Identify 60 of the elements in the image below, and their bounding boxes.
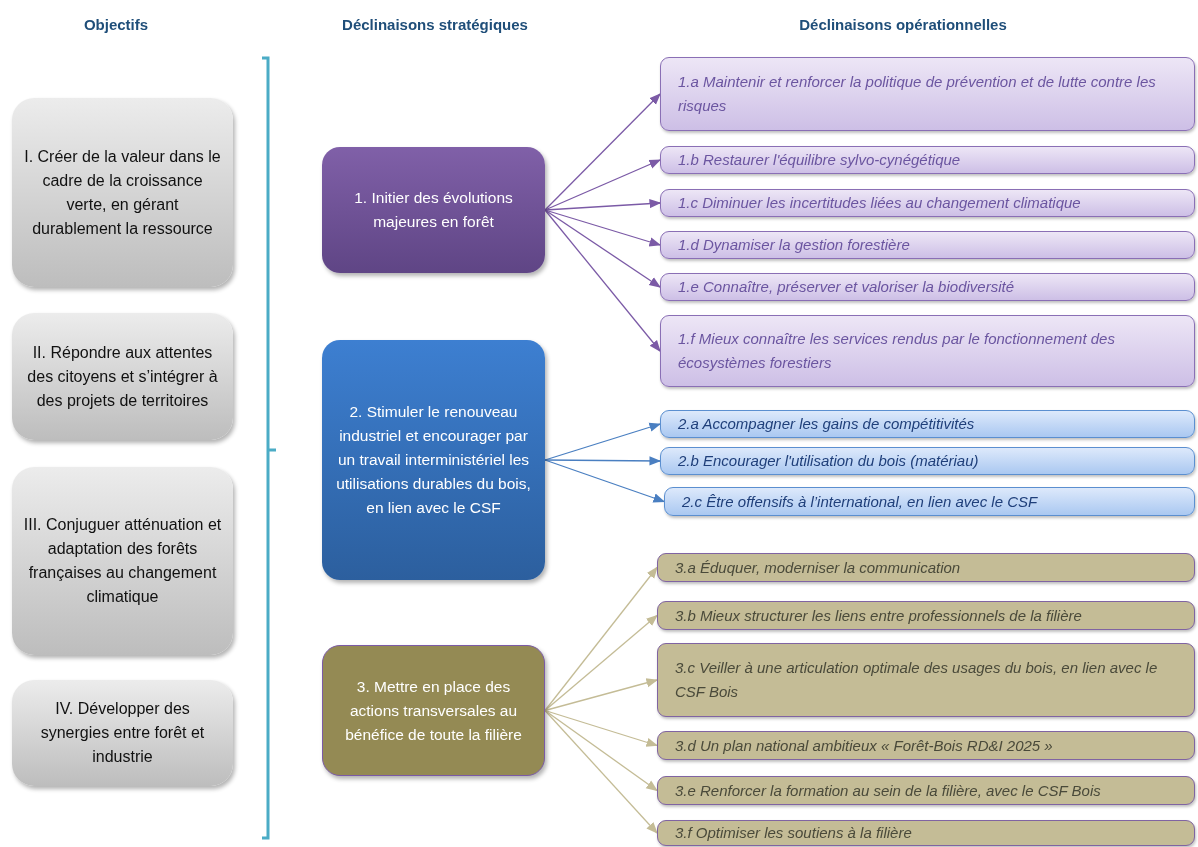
action-box	[660, 231, 1195, 259]
action-box	[660, 189, 1195, 217]
action-box	[660, 315, 1195, 387]
arrow	[544, 709, 659, 747]
action-box	[657, 601, 1195, 630]
box-text: 2. Stimuler le renouveau industriel et encourager par un travail interministériel les utilisations durables du bois, en lien avec le CSF	[335, 402, 532, 518]
action-box	[657, 643, 1195, 717]
box-text: 3.e Renforcer la formation au sein de la filière, avec le CSF Bois	[675, 780, 1102, 801]
action-box	[657, 731, 1195, 760]
box-text: 2.b Encourager l'utilisation du bois (matériau)	[678, 451, 980, 471]
action-box	[660, 447, 1195, 475]
box-text: 3.a Éduquer, moderniser la communication	[675, 557, 962, 578]
box-text: III. Conjuguer atténuation et adaptation des forêts françaises au changement climatique	[22, 515, 223, 607]
arrow	[544, 709, 658, 834]
box-text: 2.a Accompagner les gains de compétitivités	[678, 414, 976, 434]
objective-box	[12, 680, 233, 786]
box-text: I. Créer de la valeur dans le cadre de la croissance verte, en gérant durablement la ressource	[23, 146, 222, 239]
box-text: 3.d Un plan national ambitieux « Forêt-Bois RD&I 2025 »	[675, 735, 1054, 756]
box-text: 3.c Veiller à une articulation optimale des usages du bois, en lien avec le CSF Bois	[675, 658, 1159, 702]
column-heading: Déclinaisons stratégiques	[342, 16, 528, 33]
box-text: 1. Initier des évolutions majeures en forêt	[353, 188, 514, 232]
strategy-box	[322, 147, 545, 273]
column-heading: Objectifs	[83, 16, 149, 33]
strategy-box	[322, 645, 545, 776]
strategy-box	[322, 340, 545, 580]
arrow	[544, 209, 661, 352]
arrow	[544, 159, 662, 211]
arrow	[544, 678, 659, 712]
arrow	[544, 459, 666, 503]
arrow	[544, 93, 661, 211]
box-text: II. Répondre aux attentes des citoyens et s’intégrer à des projets de territoires	[26, 342, 219, 411]
column-heading: Déclinaisons opérationnelles	[799, 16, 1007, 33]
box-text: 3.b Mieux structurer les liens entre professionnels de la filière	[675, 605, 1083, 626]
action-box	[664, 487, 1195, 516]
arrow	[544, 209, 662, 247]
action-box	[657, 553, 1195, 582]
arrow	[544, 614, 658, 712]
arrow	[544, 456, 662, 466]
box-text: 1.b Restaurer l'équilibre sylvo-cynégétique	[678, 150, 962, 170]
action-box	[657, 820, 1195, 846]
arrow	[544, 709, 658, 792]
box-text: 3.f Optimiser les soutiens à la filière	[675, 823, 913, 843]
box-text: 2.c Être offensifs à l’international, en lien avec le CSF	[682, 491, 1039, 512]
action-box	[657, 776, 1195, 805]
arrow	[544, 209, 661, 288]
box-text: 3. Mettre en place des actions transversales au bénéfice de toute la filière	[344, 676, 523, 745]
box-text: 1.e Connaître, préserver et valoriser la biodiversité	[678, 277, 1015, 297]
box-text: 1.d Dynamiser la gestion forestière	[678, 235, 911, 255]
box-text: 1.f Mieux connaître les services rendus par le fonctionnement des écosystèmes forestiers	[678, 329, 1116, 373]
box-text: 1.c Diminuer les incertitudes liées au changement climatique	[678, 193, 1082, 213]
action-box	[660, 273, 1195, 301]
arrow	[544, 198, 662, 211]
objective-box	[12, 98, 233, 287]
box-text: IV. Développer des synergies entre forêt et industrie	[39, 699, 206, 767]
action-box	[660, 146, 1195, 174]
action-box	[660, 410, 1195, 438]
action-box	[660, 57, 1195, 131]
objective-box	[12, 313, 233, 440]
box-text: 1.a Maintenir et renforcer la politique de prévention et de lutte contre les risques	[678, 72, 1157, 116]
objective-box	[12, 467, 233, 655]
